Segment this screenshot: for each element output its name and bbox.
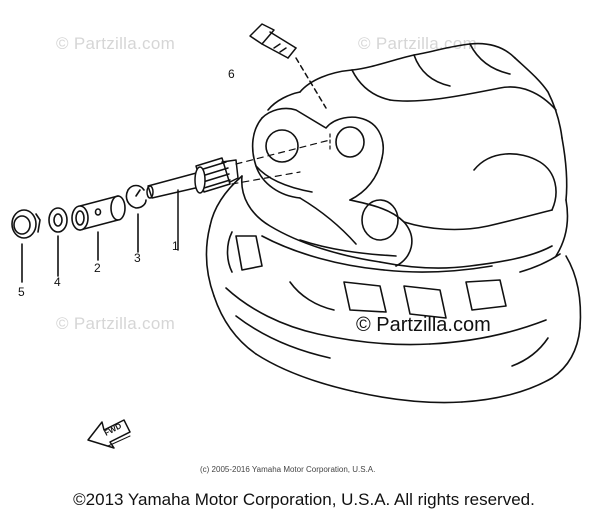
- watermark-main: © Partzilla.com: [356, 314, 491, 336]
- callout-3: 3: [134, 251, 141, 265]
- callout-1: 1: [172, 239, 179, 253]
- copyright-small: (c) 2005-2016 Yamaha Motor Corporation, …: [200, 465, 376, 474]
- forward-direction-arrow: FWD: [87, 419, 131, 449]
- gear-shaft-part-1: [146, 157, 239, 251]
- oil-seal-part-5: [11, 209, 41, 283]
- bushing-part-2: [71, 195, 126, 261]
- callout-4: 4: [54, 275, 61, 289]
- callout-2: 2: [94, 261, 101, 275]
- assembly-leaders: [231, 133, 331, 185]
- circlip-part-3: [125, 184, 147, 253]
- watermark-mid-left: © Partzilla.com: [56, 314, 176, 333]
- copyright-footer: ©2013 Yamaha Motor Corporation, U.S.A. A…: [73, 490, 535, 509]
- washer-part-4: [48, 207, 68, 277]
- cylinder-head-drawing: [205, 42, 582, 404]
- bolt-part-6: [249, 23, 327, 109]
- callout-5: 5: [18, 285, 25, 299]
- callout-6: 6: [228, 67, 235, 81]
- watermark-top-left: © Partzilla.com: [56, 34, 176, 53]
